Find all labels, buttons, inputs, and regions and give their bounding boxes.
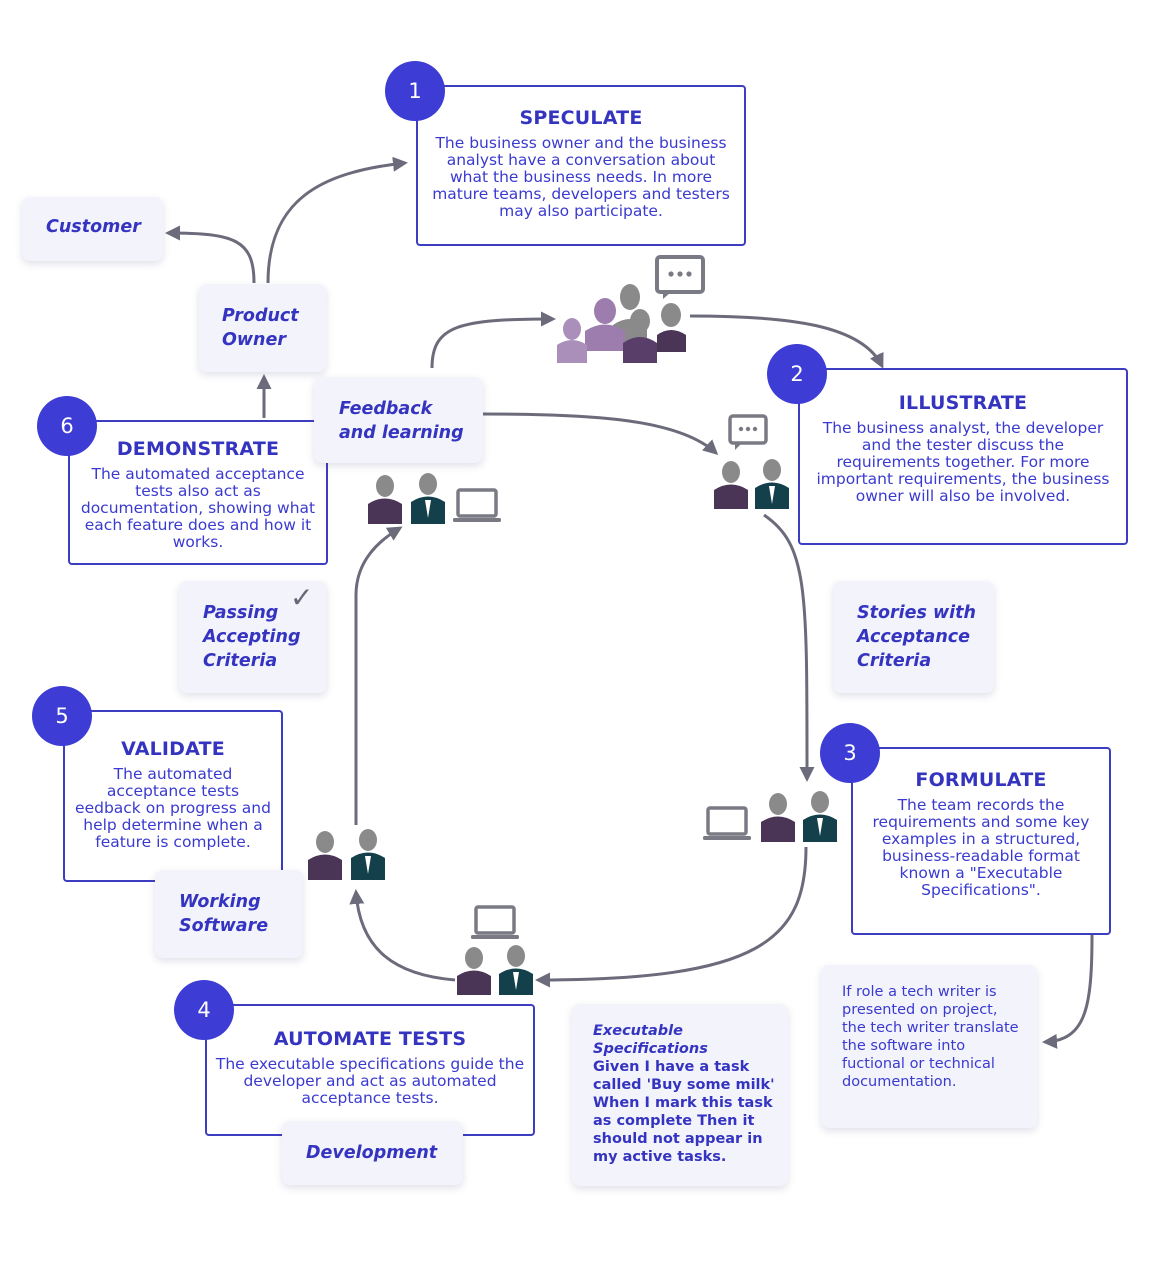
passing-card: Passing Accepting Criteria (179, 581, 327, 693)
arrow-formulate-to-automate (535, 846, 808, 988)
product-owner-card: Product Owner (199, 284, 326, 372)
step-number-badge: 5 (32, 686, 92, 746)
step-title: DEMONSTRATE (116, 438, 280, 460)
step-number-badge: 1 (385, 61, 445, 121)
arrow-feedback-to-illustrate-team (482, 412, 719, 456)
arrow-product-owner-to-customer (165, 225, 256, 284)
step-speculate-box: SPECULATE The business owner and the bus… (416, 85, 746, 246)
note-text: If role a tech writer is presented on pr… (842, 984, 1019, 1090)
step-title: ILLUSTRATE (898, 392, 1028, 414)
arrow-formulate-to-tech-writer (1042, 934, 1094, 1049)
arrow-validate-to-demonstrate (354, 526, 403, 825)
step-title: SPECULATE (519, 107, 643, 129)
step-description: The executable specifications guide the … (215, 1055, 525, 1107)
tech-writer-note: If role a tech writer is presented on pr… (821, 965, 1037, 1128)
card-label: Stories with Acceptance Criteria (857, 603, 976, 671)
development-card: Development (282, 1121, 463, 1185)
demonstrate-team-icon (368, 473, 501, 524)
validate-team-icon (308, 829, 385, 880)
step-description: The team records the requirements and so… (872, 796, 1090, 899)
arrow-feedback-to-team (430, 311, 556, 369)
note-text: Given I have a task called 'Buy some mil… (593, 1059, 775, 1165)
card-label: Customer (46, 217, 141, 237)
step-number-badge: 4 (174, 980, 234, 1040)
arrow-illustrate-to-formulate (763, 513, 815, 782)
illustrate-team-icon (714, 414, 789, 509)
formulate-team-icon (703, 791, 837, 842)
development-team-icon (457, 905, 533, 995)
feedback-card: Feedback and learning (314, 377, 483, 463)
check-icon: ✓ (290, 581, 314, 614)
arrow-automate-to-validate (349, 889, 456, 982)
step-formulate-box: FORMULATE The team records the requireme… (851, 747, 1111, 935)
step-validate-box: VALIDATE The automated acceptance tests … (63, 710, 283, 882)
executable-specifications-note: Executable Specifications Given I have a… (572, 1004, 788, 1186)
note-title: Executable Specifications (593, 1023, 708, 1057)
stories-card: Stories with Acceptance Criteria (833, 581, 994, 693)
team-group-icon (557, 255, 705, 363)
step-number-badge: 6 (37, 396, 97, 456)
arrow-product-owner-to-speculate (266, 156, 408, 284)
step-illustrate-box: ILLUSTRATE The business analyst, the dev… (798, 368, 1128, 545)
step-description: The business analyst, the developer and … (816, 419, 1110, 505)
step-automate-tests-box: AUTOMATE TESTS The executable specificat… (205, 1004, 535, 1136)
step-title: VALIDATE (121, 738, 225, 760)
card-label: Product Owner (222, 306, 299, 350)
step-title: AUTOMATE TESTS (273, 1028, 467, 1050)
step-description: The automated acceptance tests also act … (80, 465, 316, 551)
card-label: Passing Accepting Criteria (203, 603, 301, 671)
step-description: The automated acceptance tests eedback o… (75, 765, 271, 851)
working-software-card: Working Software (155, 870, 303, 958)
card-label: Feedback and learning (339, 399, 464, 443)
step-description: The business owner and the business anal… (432, 134, 730, 220)
step-number-badge: 3 (820, 723, 880, 783)
customer-card: Customer (22, 197, 163, 261)
step-title: FORMULATE (915, 769, 1047, 791)
card-label: Development (306, 1143, 438, 1163)
step-demonstrate-box: DEMONSTRATE The automated acceptance tes… (68, 420, 328, 565)
card-label: Working Software (179, 892, 269, 936)
step-number-badge: 2 (767, 344, 827, 404)
